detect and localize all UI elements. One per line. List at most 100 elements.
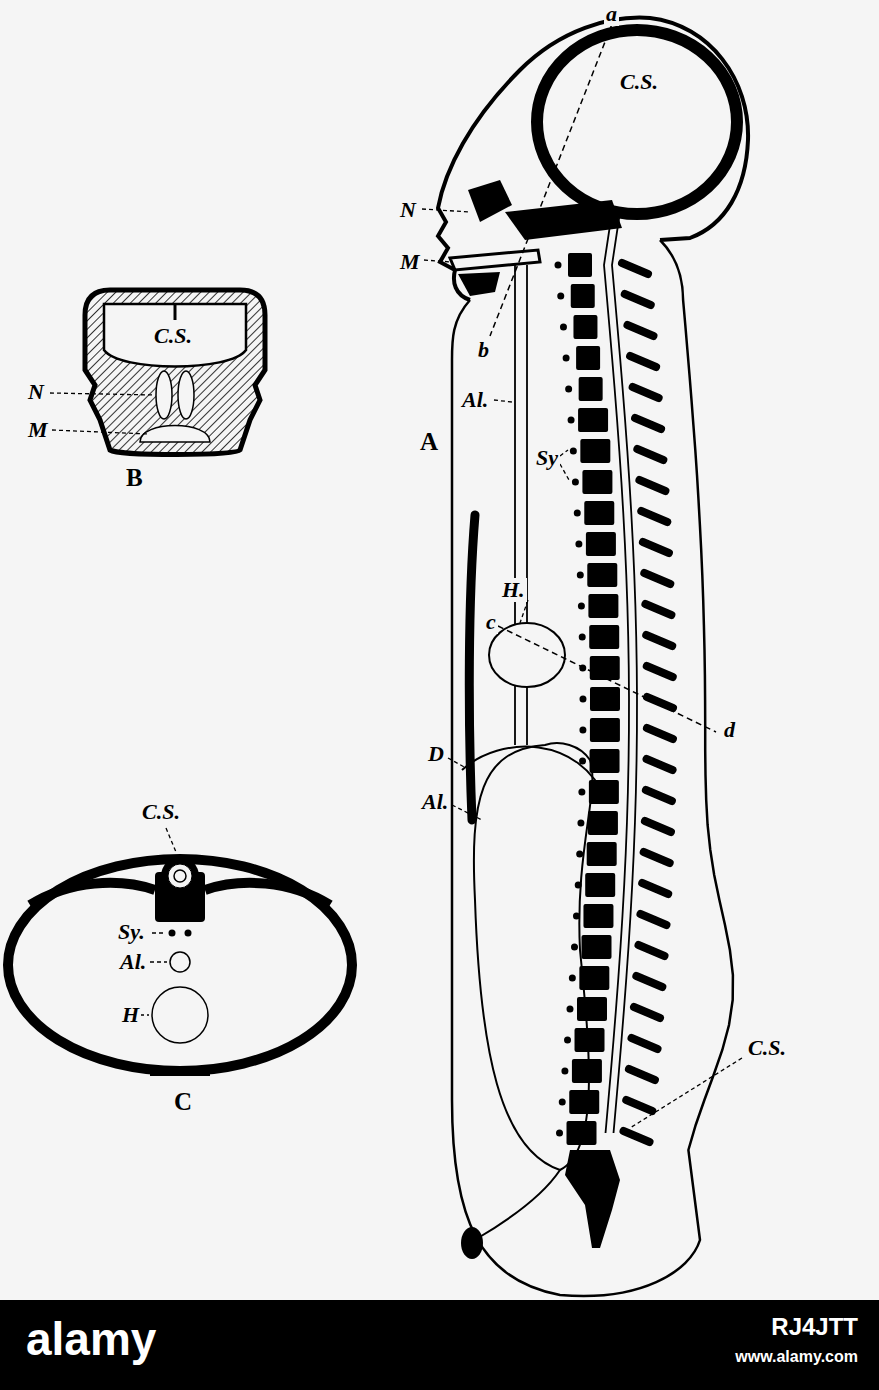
neural-spine	[644, 573, 670, 584]
brain-cavity	[537, 30, 737, 214]
sympathetic-ganglion	[169, 930, 176, 937]
part-label: Sy	[534, 446, 560, 470]
vertebra	[588, 811, 618, 835]
heart	[152, 987, 208, 1043]
watermark: www.alamy.com	[733, 1348, 860, 1366]
sympathetic-ganglion	[560, 324, 567, 331]
anus	[461, 1227, 483, 1259]
vertebra	[589, 780, 619, 804]
head-cross-section	[50, 290, 265, 455]
figure-letter: B	[124, 464, 145, 492]
trunk-cross-section	[8, 828, 352, 1076]
neural-spine	[637, 449, 663, 460]
part-label: H	[120, 1003, 141, 1027]
vertebra	[569, 1090, 599, 1114]
vertebra	[587, 842, 617, 866]
neural-spine	[625, 294, 651, 305]
sternum	[150, 1066, 210, 1076]
vertebra	[579, 377, 603, 401]
vertebra	[582, 470, 612, 494]
vertebra	[579, 966, 609, 990]
part-label: M	[26, 418, 50, 442]
neural-spine	[634, 1007, 660, 1018]
vertebra	[581, 935, 611, 959]
sympathetic-ganglion	[575, 882, 582, 889]
sympathetic-ganglion	[579, 727, 586, 734]
vertebral-column	[555, 212, 673, 1145]
leader-lines	[50, 393, 154, 434]
section-letter: c	[484, 610, 498, 634]
vertebra	[572, 1059, 602, 1083]
head-section-outline	[85, 290, 265, 455]
nasal-cavity	[178, 371, 194, 419]
mouth-cavity	[140, 426, 210, 443]
spinal-cord	[168, 864, 192, 888]
watermark: RJ4JTT	[769, 1314, 860, 1340]
sympathetic-ganglion	[577, 820, 584, 827]
neural-spine	[645, 604, 671, 615]
vertebra	[590, 687, 620, 711]
spinal-cord	[174, 870, 186, 882]
vertebra	[578, 408, 608, 432]
part-label: D	[426, 742, 446, 766]
sympathetic-ganglion	[569, 975, 576, 982]
sympathetic-ganglion	[577, 572, 584, 579]
diaphragm	[462, 747, 606, 800]
vertebra	[580, 439, 610, 463]
part-label: M	[398, 250, 422, 274]
neural-spine	[635, 418, 661, 429]
part-label: Al.	[420, 790, 450, 814]
vertebra	[584, 501, 614, 525]
part-label: Sy.	[116, 920, 147, 944]
sympathetic-ganglion	[561, 1068, 568, 1075]
lower-jaw	[458, 272, 500, 296]
vertebra	[586, 532, 616, 556]
neural-spine	[629, 1069, 655, 1080]
vertebra	[576, 346, 600, 370]
neural-spine	[642, 883, 668, 894]
neural-spine	[632, 1038, 658, 1049]
rib	[30, 883, 155, 905]
neural-spine	[626, 1100, 652, 1111]
skull-base	[505, 200, 622, 240]
neural-spine	[641, 511, 667, 522]
neural-spine	[647, 697, 673, 708]
vertebra	[588, 594, 618, 618]
neural-arch	[161, 857, 199, 895]
part-label: N	[26, 380, 46, 404]
sagittal-section	[422, 18, 748, 1296]
sympathetic-ganglion	[559, 1099, 566, 1106]
neural-spine	[638, 945, 664, 956]
section-letter: a	[604, 2, 619, 26]
section-line	[490, 24, 612, 336]
vertebra	[568, 253, 592, 277]
body-outline	[452, 240, 733, 1296]
sympathetic-ganglion	[556, 1130, 563, 1137]
alimentary-canal	[170, 952, 190, 972]
neural-spine	[647, 759, 673, 770]
nasal-bone	[468, 180, 512, 222]
vertebra	[577, 997, 607, 1021]
sympathetic-ganglion	[563, 355, 570, 362]
sympathetic-ganglion	[568, 417, 575, 424]
part-label: C.S.	[618, 70, 660, 94]
sympathetic-ganglion	[185, 930, 192, 937]
sympathetic-ganglion	[566, 1006, 573, 1013]
part-label: Al.	[118, 950, 148, 974]
sympathetic-ganglion	[579, 758, 586, 765]
sympathetic-ganglion	[555, 262, 562, 269]
section-line	[498, 626, 716, 732]
vertebra	[590, 656, 620, 680]
sympathetic-ganglion	[575, 541, 582, 548]
sympathetic-ganglion	[578, 603, 585, 610]
sacrum-tail	[565, 1150, 620, 1248]
sympathetic-ganglion	[579, 634, 586, 641]
rib	[205, 883, 330, 905]
sympathetic-ganglion	[564, 1037, 571, 1044]
watermark: alamy	[24, 1314, 158, 1365]
neural-spine	[624, 1131, 650, 1142]
section-letter: b	[476, 338, 491, 362]
sympathetic-ganglion	[576, 851, 583, 858]
